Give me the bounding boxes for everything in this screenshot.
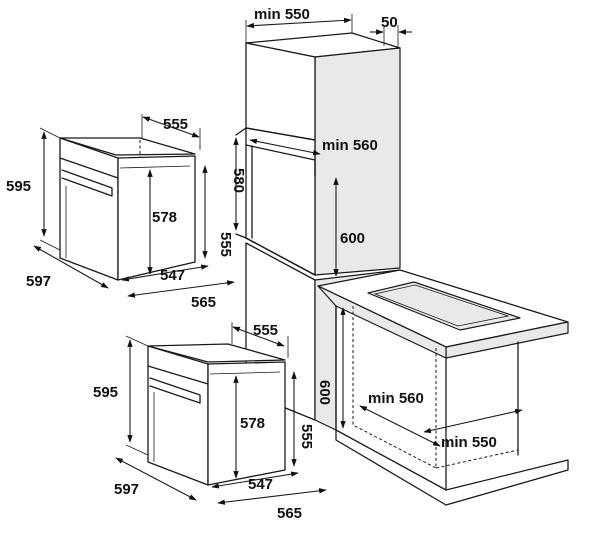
label-bot-oven-width: 597: [114, 481, 139, 498]
label-top-oven-total-depth: 565: [191, 294, 216, 311]
top-oven-door: [59, 137, 119, 281]
label-top-oven-side-height: 555: [217, 232, 234, 257]
label-col-niche-height: 580: [230, 168, 247, 193]
bottom-oven-top: [147, 343, 286, 363]
label-top-oven-inner-depth: 547: [160, 267, 185, 284]
label-bot-oven-side-height: 555: [298, 424, 315, 449]
label-col-min-width: min 550: [254, 6, 310, 23]
counter-unit: [317, 269, 569, 506]
bottom-oven-side: [207, 361, 286, 486]
label-top-oven-depth-top: 555: [163, 116, 188, 133]
top-oven-side: [117, 155, 196, 281]
plinth: [335, 429, 569, 506]
label-bot-oven-depth-top: 555: [253, 322, 278, 339]
label-bot-oven-height: 595: [93, 384, 118, 401]
label-bot-oven-inner-height: 578: [240, 415, 265, 432]
label-counter-height: 600: [316, 380, 333, 405]
hob-cutout: [367, 281, 521, 331]
label-counter-niche-width: min 560: [368, 390, 424, 407]
label-top-oven-height: 595: [6, 178, 31, 195]
bottom-oven-door: [147, 345, 209, 486]
label-col-niche-width: min 560: [322, 137, 378, 154]
top-oven-top: [59, 137, 196, 156]
column-front-upper: [245, 42, 316, 141]
dimension-labels: 595 597 555 578 555 547 565 595 597 555 …: [6, 6, 497, 522]
label-bot-oven-total-depth: 565: [277, 505, 302, 522]
dimension-lines: [33, 14, 523, 505]
label-bot-oven-inner-depth: 547: [248, 476, 273, 493]
label-top-oven-inner-height: 578: [152, 209, 177, 226]
label-counter-niche-depth: min 550: [441, 434, 497, 451]
label-col-niche-depth: 600: [340, 230, 365, 247]
label-col-vent-gap: 50: [381, 14, 398, 31]
top-oven: [59, 137, 196, 281]
label-top-oven-width: 597: [26, 273, 51, 290]
bottom-oven: [147, 343, 286, 486]
